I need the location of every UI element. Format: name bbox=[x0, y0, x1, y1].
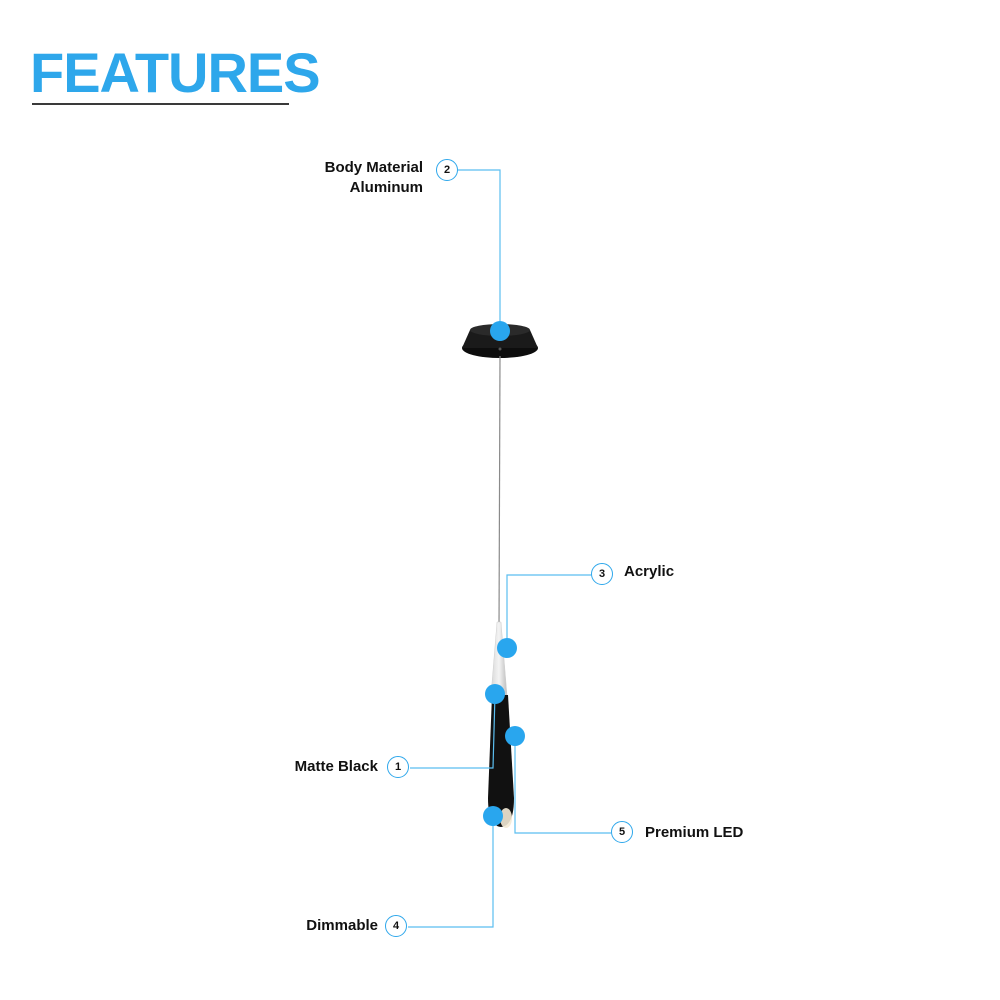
badge-3: 3 bbox=[591, 563, 613, 585]
leader-line-body bbox=[458, 169, 501, 331]
label-acrylic: Acrylic bbox=[624, 563, 675, 580]
acrylic-section bbox=[490, 621, 508, 696]
hotspot-matte bbox=[485, 684, 505, 704]
label-premium-led: Premium LED bbox=[645, 824, 744, 841]
label-body-material: Body Material Aluminum bbox=[300, 158, 423, 198]
features-heading: FEATURES bbox=[30, 41, 321, 104]
label-body-material-line1: Body Material bbox=[324, 159, 423, 176]
suspension-cord bbox=[498, 355, 501, 631]
hotspot-dimmable bbox=[483, 806, 503, 826]
label-matte-black: Matte Black bbox=[294, 758, 378, 775]
leader-line-led bbox=[514, 736, 611, 834]
hotspots bbox=[483, 321, 525, 826]
badge-5: 5 bbox=[611, 821, 633, 843]
leader-line-dimmable bbox=[408, 816, 494, 928]
hotspot-acrylic bbox=[497, 638, 517, 658]
leader-line-acrylic bbox=[506, 574, 591, 648]
label-body-material-line2: Aluminum bbox=[349, 179, 423, 196]
badge-1: 1 bbox=[387, 756, 409, 778]
led-glow bbox=[500, 808, 512, 828]
hotspot-body bbox=[490, 321, 510, 341]
heading-underline bbox=[32, 103, 289, 105]
hotspot-led bbox=[505, 726, 525, 746]
badge-4: 4 bbox=[385, 915, 407, 937]
label-dimmable: Dimmable bbox=[306, 917, 378, 934]
leader-line-matte bbox=[410, 693, 496, 769]
leader-lines bbox=[408, 169, 611, 928]
badge-2: 2 bbox=[436, 159, 458, 181]
